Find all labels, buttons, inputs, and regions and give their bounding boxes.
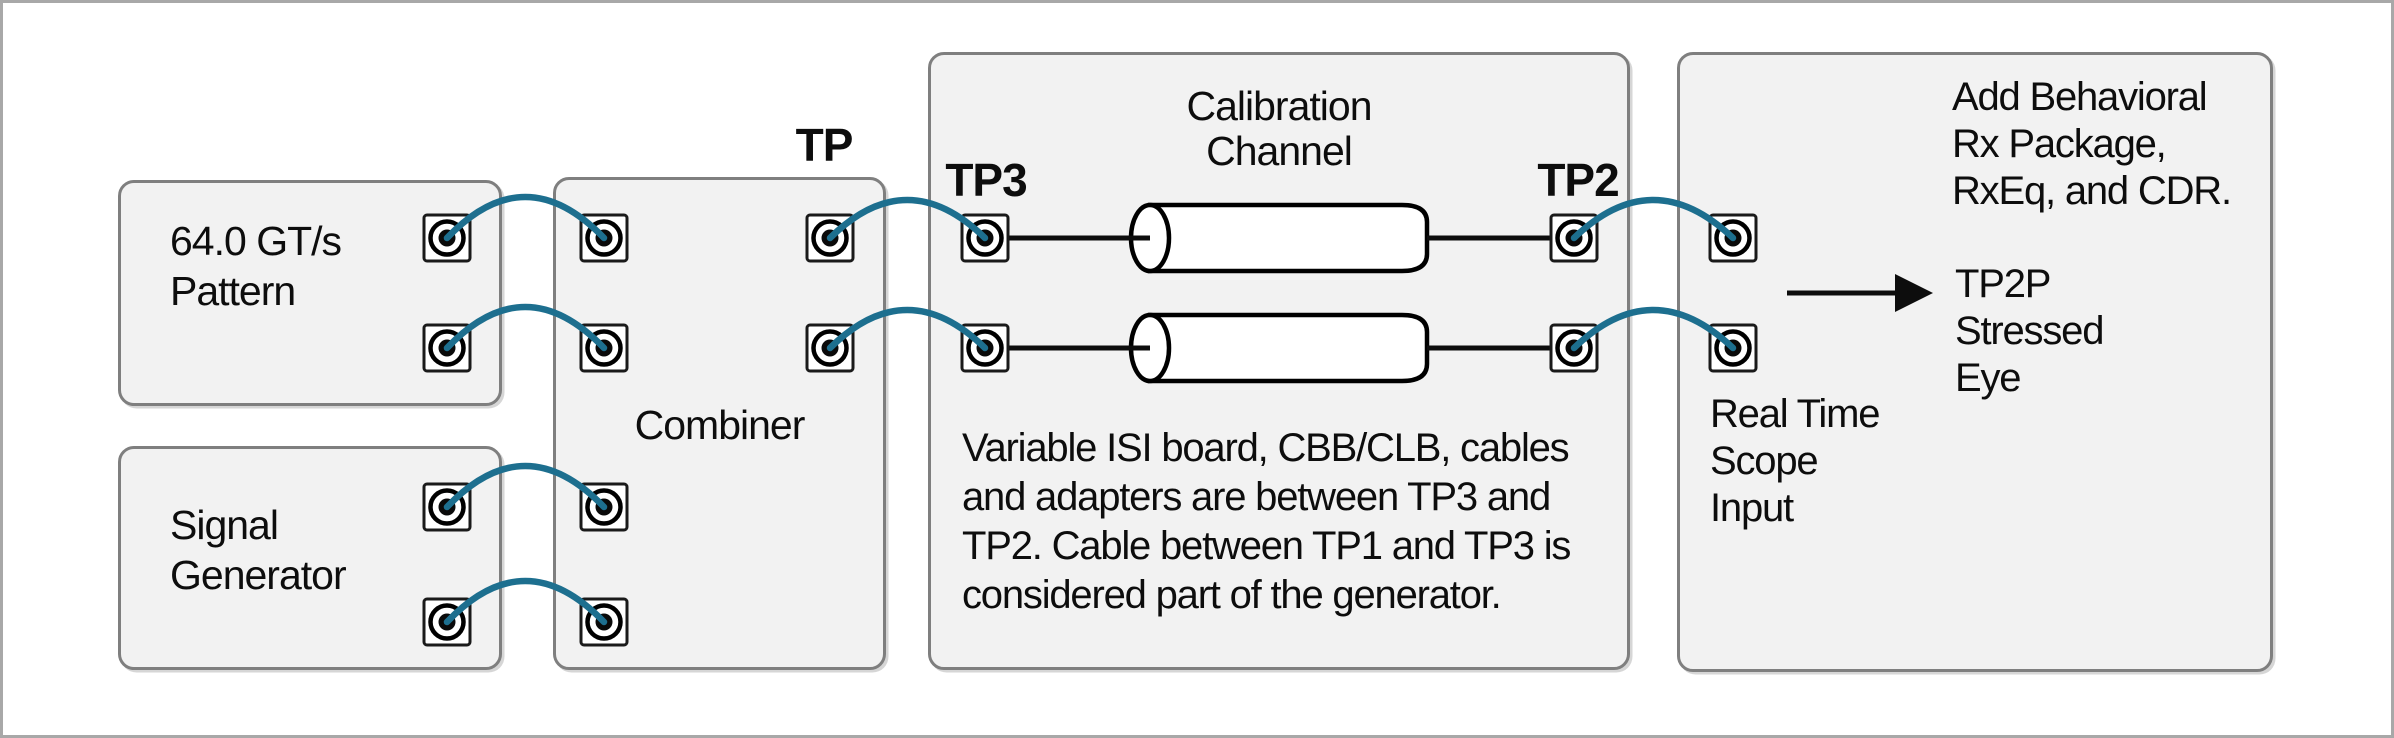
tp3-label: TP3 [945,154,1027,206]
combiner-label: Combiner [634,402,806,448]
cable [1570,306,1737,352]
cable-cylinder-icon [1131,315,1427,381]
rx-behavioral-annotation: Add Behavioral Rx Package, RxEq, and CDR… [1952,75,2232,213]
tp2p-stressed-eye-label: TP2P Stressed Eye [1955,262,2104,400]
signal-generator-label: Signal Generator [170,502,347,598]
box-scope [1677,52,2273,672]
cable [443,193,608,242]
tp-label: TP [795,119,854,171]
scope-input-label: Real Time Scope Input [1710,392,1880,530]
calibration-channel-title: Calibration Channel [1186,83,1373,174]
calibration-note: Variable ISI board, CBB/CLB, cables and … [962,426,1571,617]
cable [1570,196,1737,242]
cable [826,196,989,242]
cable [826,306,989,352]
cable [443,577,608,626]
pattern-generator-label: 64.0 GT/s Pattern [170,218,342,314]
arrow-icon [1787,274,1933,312]
cable-cylinder-icon [1131,205,1427,271]
tp2-label: TP2 [1537,154,1619,206]
cable [443,462,608,511]
cable [443,303,608,352]
